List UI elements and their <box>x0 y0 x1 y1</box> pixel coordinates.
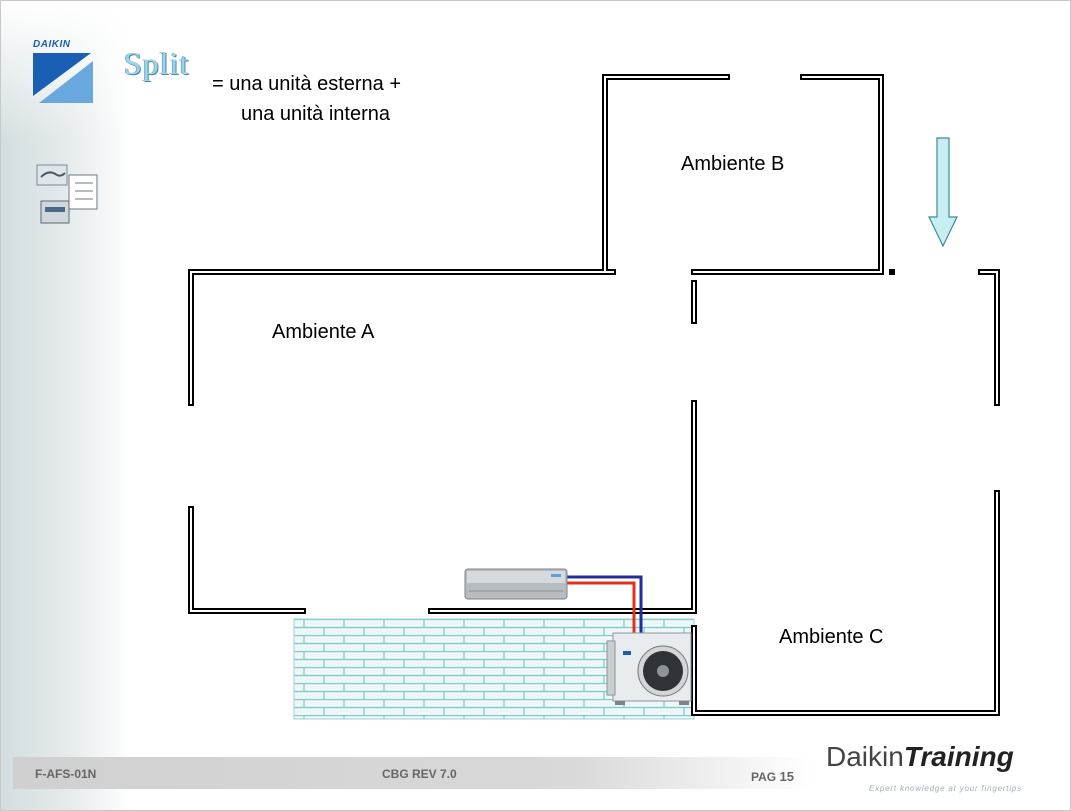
down-arrow-icon <box>928 137 958 248</box>
brand-name: Daikin <box>826 741 904 772</box>
daikin-logo: DAIKIN <box>31 39 101 119</box>
brand-name-emphasis: Training <box>903 741 1014 772</box>
page-prefix: PAG <box>751 770 777 784</box>
split-title: Split <box>124 45 190 81</box>
brand-logo: DaikinTraining <box>826 741 1014 773</box>
definition-line-2: una unità interna <box>241 103 391 125</box>
brand-tagline: Expert knowledge at your fingertips <box>869 784 1022 793</box>
room-c-label: Ambiente C <box>779 626 884 648</box>
pipe-red <box>567 581 636 641</box>
logo-word: DAIKIN <box>33 39 71 50</box>
outdoor-unit-icon <box>606 632 692 705</box>
footer-revision: CBG REV 7.0 <box>382 767 457 781</box>
footer-page: PAG 15 <box>751 769 794 784</box>
pipe-blue <box>567 575 643 637</box>
page-number: 15 <box>779 769 794 784</box>
walls <box>188 74 1000 716</box>
indoor-unit-icon <box>464 568 568 600</box>
room-b-label: Ambiente B <box>681 153 785 175</box>
logo-mark-icon <box>33 53 93 103</box>
training-icon <box>36 164 98 224</box>
footer-code: F-AFS-01N <box>35 767 97 781</box>
room-a-label: Ambiente A <box>272 321 375 343</box>
definition-line-1: = una unità esterna + <box>212 73 402 95</box>
footer-bar <box>13 757 813 789</box>
